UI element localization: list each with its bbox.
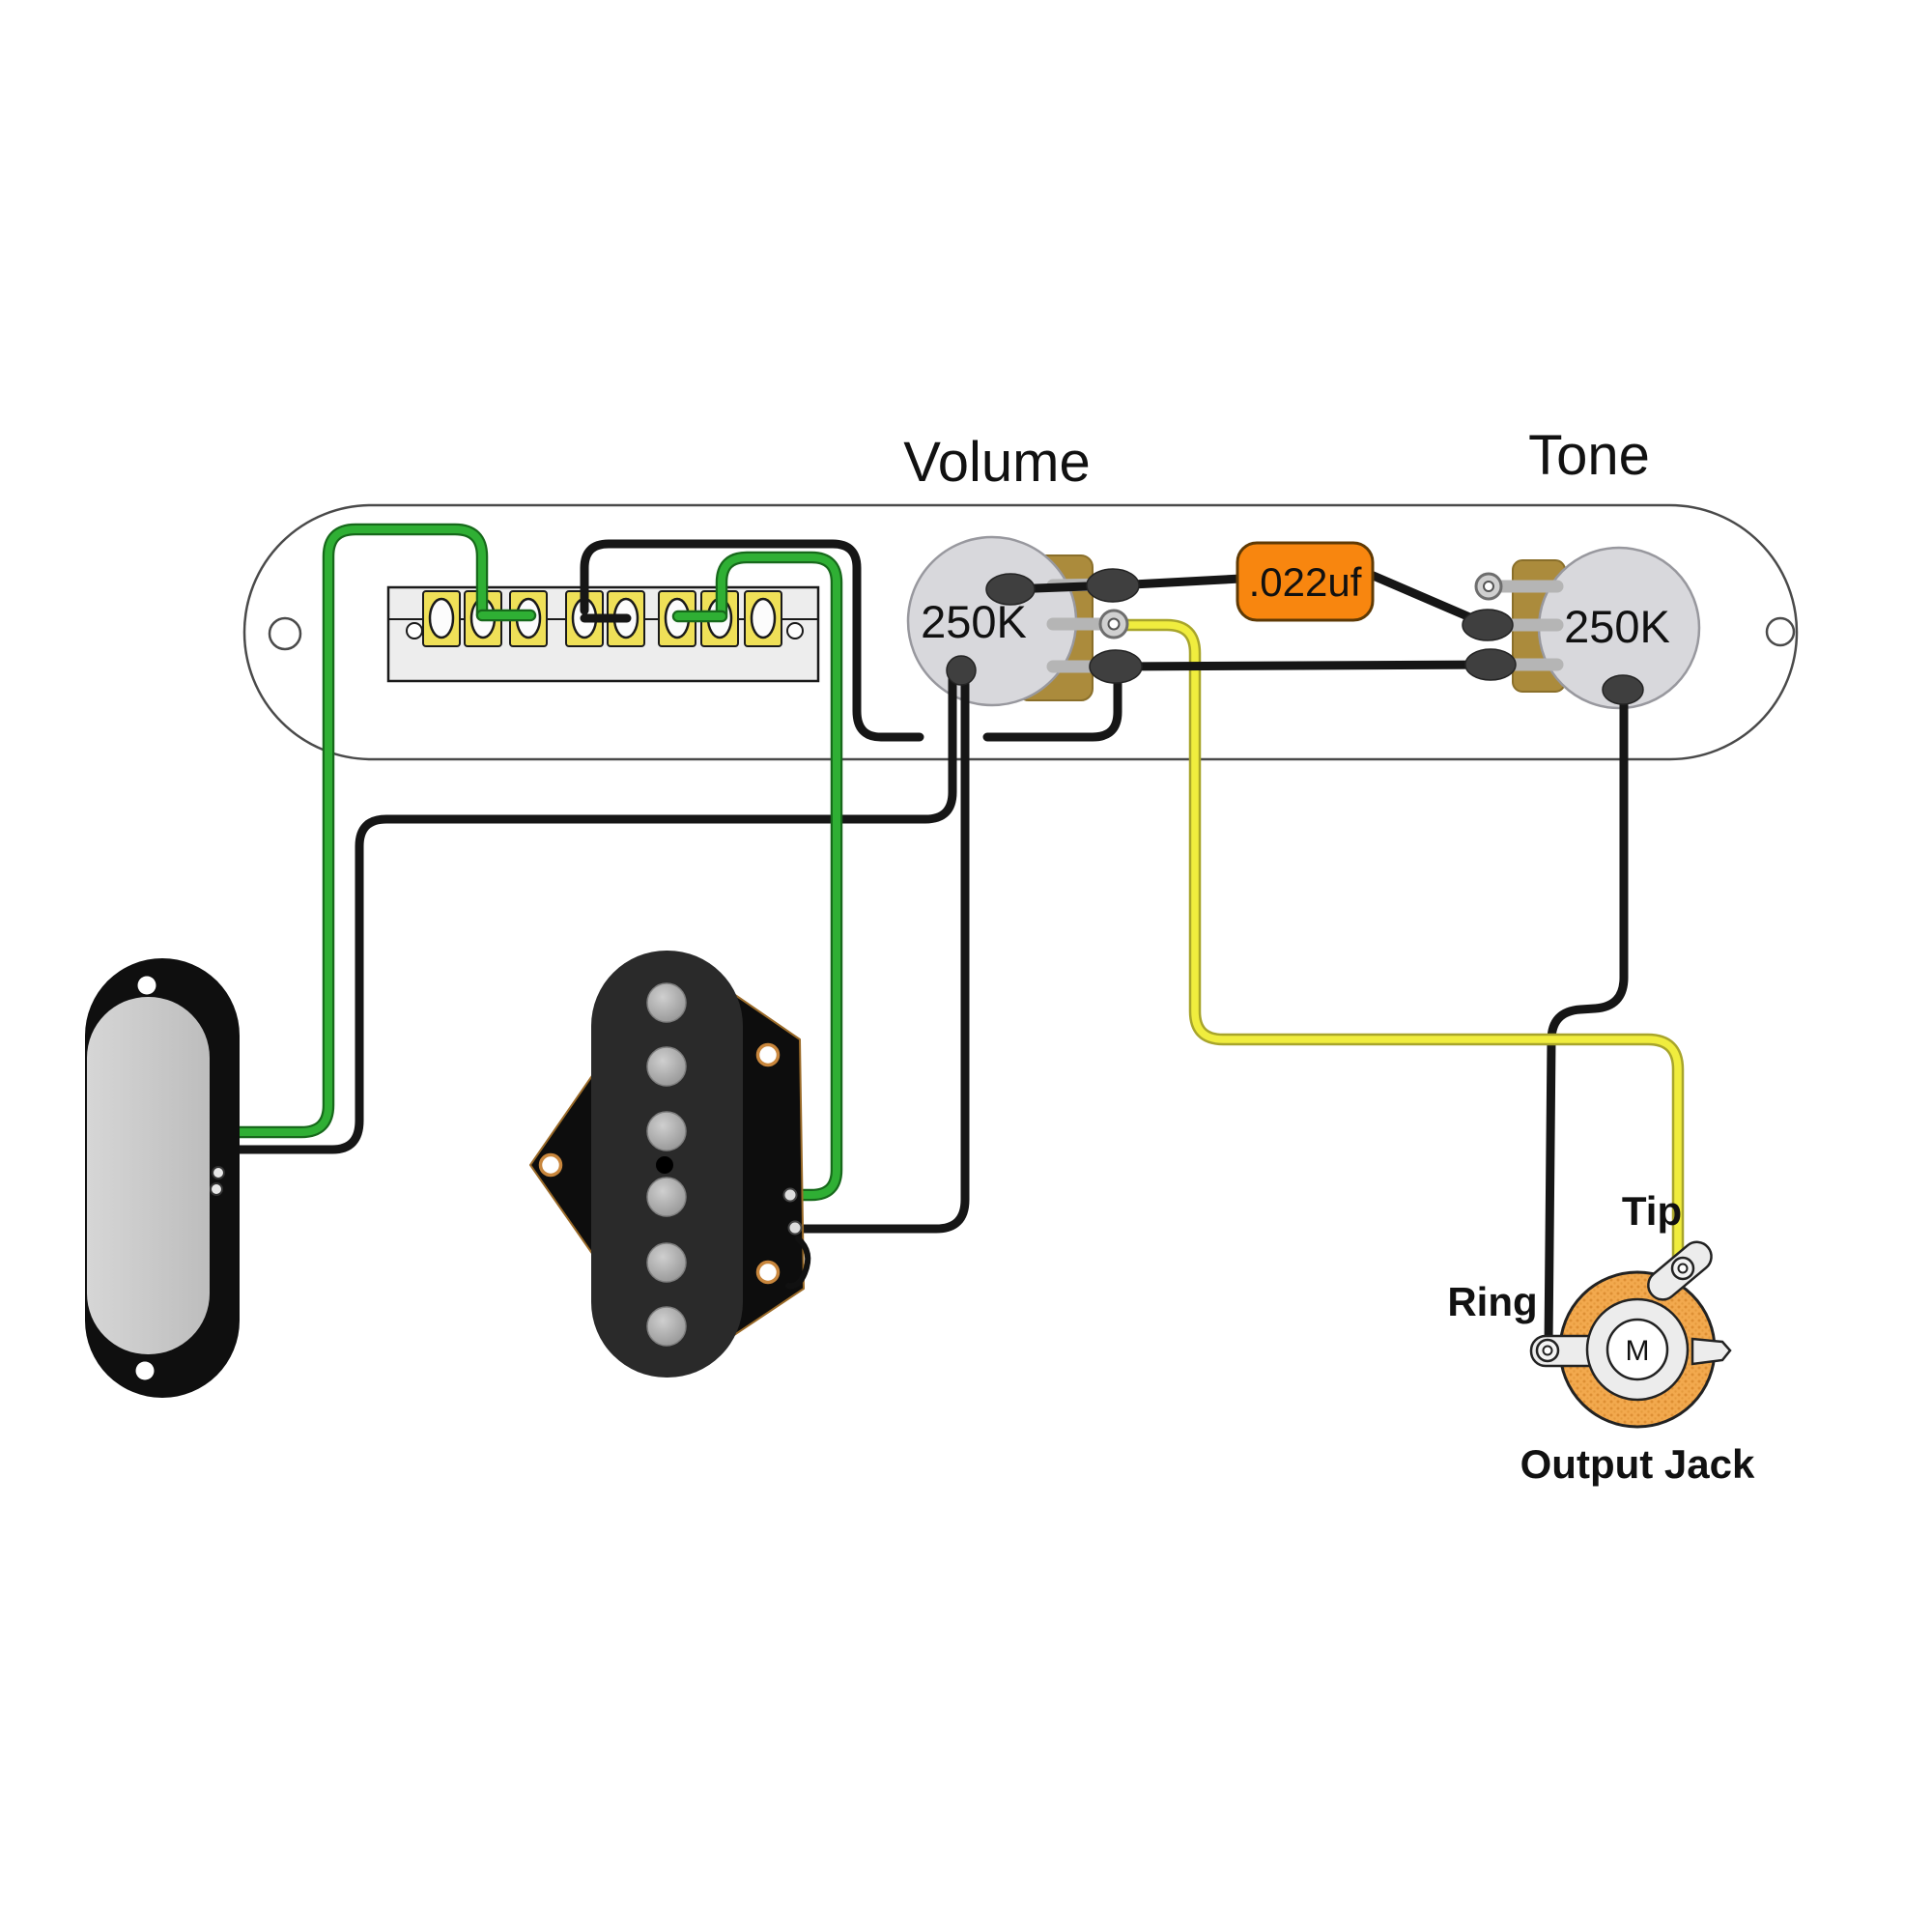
neck-pickup	[85, 958, 240, 1398]
label-volume: Volume	[903, 431, 1090, 494]
label-tone: Tone	[1528, 424, 1650, 487]
bridge-pickup-pole	[646, 1111, 687, 1151]
wire-neck-green	[234, 526, 486, 1136]
switch-lug	[422, 590, 461, 647]
tone-pot: 250K	[1489, 546, 1701, 710]
capacitor: .022uf	[1236, 541, 1375, 622]
wire-volume-to-tone	[1113, 660, 1497, 671]
pickup-selector-switch	[386, 585, 820, 683]
neck-pickup-eyelet	[210, 1182, 223, 1196]
bridge-pickup-pole	[646, 1306, 687, 1347]
volume-casing-solder-bottom	[946, 655, 977, 686]
switch-lug	[744, 590, 782, 647]
jack-right-notch	[1690, 1337, 1732, 1366]
switch-hole-left	[406, 622, 423, 639]
plate-screw-hole-right	[1765, 616, 1796, 647]
label-ring: Ring	[1447, 1279, 1537, 1324]
bridge-pickup	[529, 951, 811, 1378]
volume-pot-lugs	[946, 568, 1143, 686]
bridge-pickup-pole	[646, 1046, 687, 1087]
volume-bottom-lug	[1089, 649, 1143, 684]
bridge-pickup-pole	[646, 982, 687, 1023]
tone-middle-lug	[1462, 609, 1514, 641]
bridge-pickup-eyelet	[782, 1187, 798, 1203]
capacitor-value: .022uf	[1249, 559, 1362, 605]
label-output-jack: Output Jack	[1520, 1441, 1755, 1487]
wire-volume-to-tip-yellow	[1119, 621, 1682, 1267]
bridge-pickup-pole	[646, 1177, 687, 1217]
wire-bridge-ground	[799, 677, 970, 1234]
bridge-pickup-center-dot	[656, 1156, 673, 1174]
bridge-pickup-eyelet	[787, 1220, 803, 1236]
bridge-pickup-mount-hole	[755, 1260, 781, 1285]
bridge-pickup-wire-curl	[785, 1236, 811, 1290]
plate-screw-hole-left	[268, 616, 302, 651]
wire-switch-to-volume	[580, 539, 1122, 742]
switch-hole-right	[786, 622, 804, 639]
wire-tone-ground-to-ring	[1544, 693, 1629, 1350]
output-jack: M	[1529, 1240, 1732, 1429]
volume-casing-solder-top	[985, 573, 1036, 606]
neck-pickup-cover	[87, 997, 210, 1354]
tone-pot-value: 250K	[1564, 601, 1670, 652]
label-tip: Tip	[1622, 1188, 1682, 1234]
volume-pot: 250K	[906, 535, 1118, 707]
wire-neck-ground	[233, 671, 957, 1154]
bridge-pickup-mount-hole	[755, 1042, 781, 1067]
volume-top-lug	[1086, 568, 1140, 603]
bridge-pickup-mount-hole	[538, 1152, 563, 1178]
neck-pickup-screw-hole-top	[137, 976, 156, 995]
jack-center-mark: M	[1626, 1335, 1650, 1367]
tone-pot-lugs	[1462, 572, 1644, 705]
tone-bottom-lug	[1464, 648, 1517, 681]
wire-bridge-green	[718, 554, 840, 1199]
neck-pickup-screw-hole-bottom	[135, 1361, 155, 1380]
neck-pickup-eyelet	[212, 1166, 225, 1179]
tone-casing-solder	[1602, 674, 1644, 705]
bridge-pickup-pole	[646, 1242, 687, 1283]
jack-center	[1605, 1318, 1669, 1381]
